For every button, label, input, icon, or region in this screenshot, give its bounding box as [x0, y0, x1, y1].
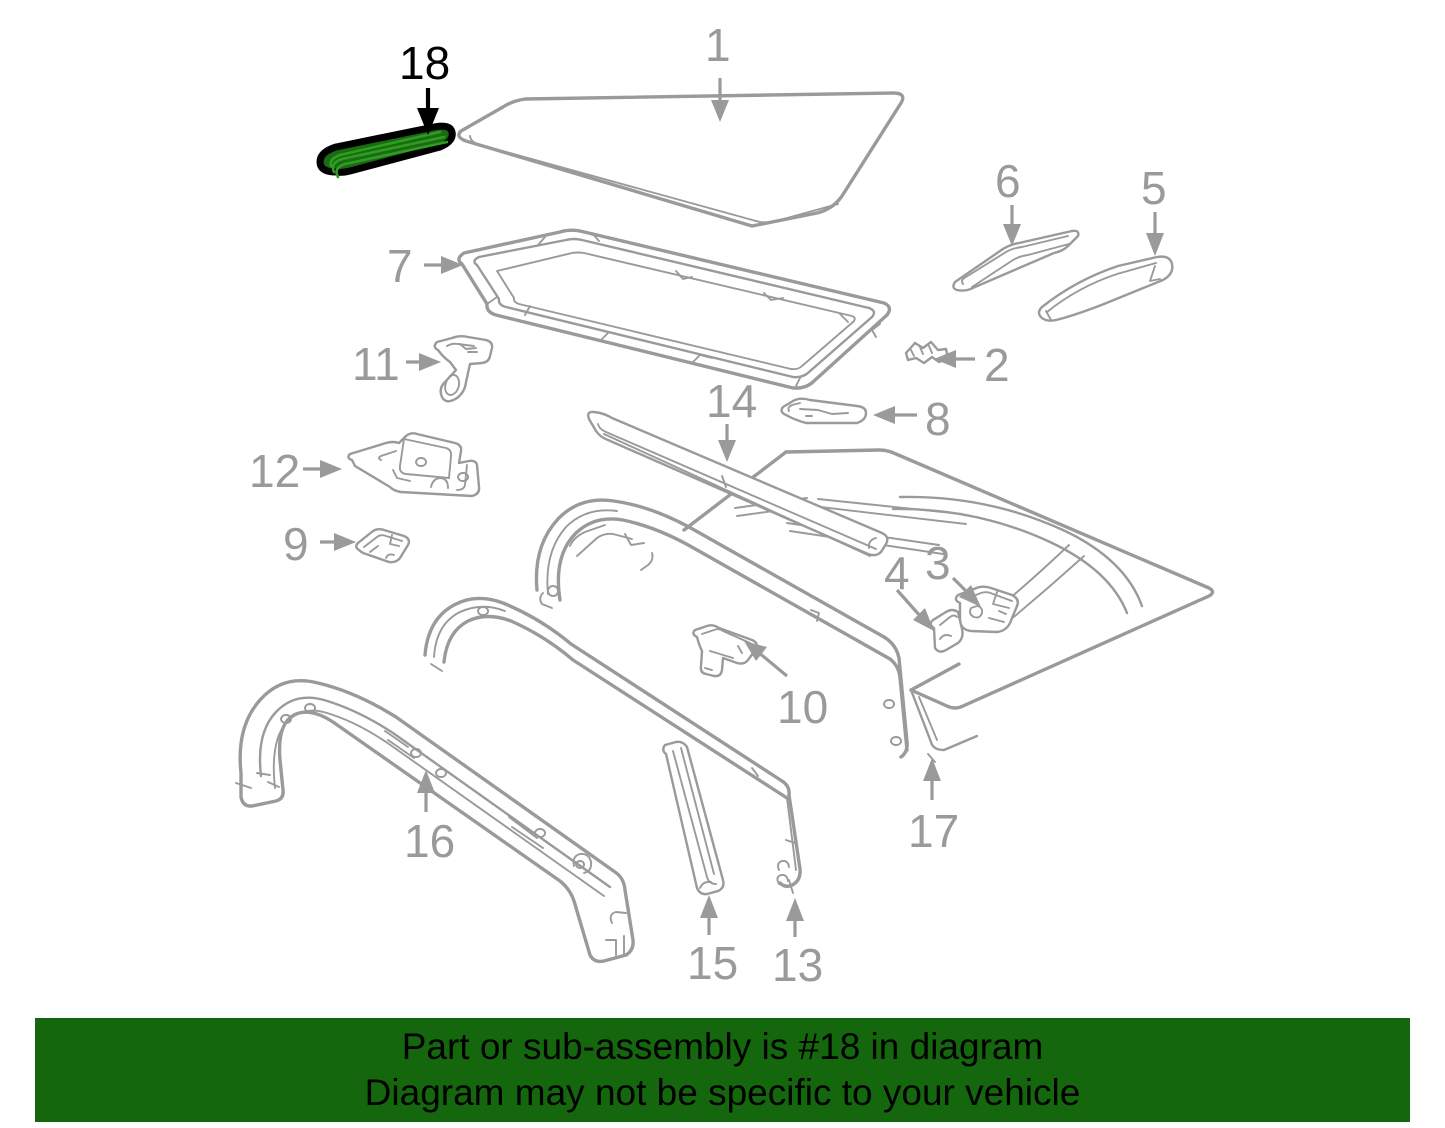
banner-line-1: Part or sub-assembly is #18 in diagram — [401, 1026, 1044, 1067]
part-18-weatherstrip-highlighted — [316, 122, 456, 179]
part-11-bracket — [433, 335, 494, 403]
callout-arrows — [303, 78, 1164, 937]
callout-label-7: 7 — [387, 240, 413, 292]
part-8-latch — [780, 397, 868, 425]
arrow-10 — [744, 641, 789, 678]
arrow-9 — [320, 533, 356, 551]
arrow-15 — [700, 895, 718, 935]
secondary-bow — [423, 596, 802, 888]
arrow-4 — [895, 588, 934, 631]
callout-label-2: 2 — [984, 339, 1010, 391]
arrow-5 — [1146, 212, 1164, 256]
arrow-14 — [718, 424, 736, 462]
arrow-13 — [786, 898, 804, 937]
part-4-latch — [929, 608, 964, 653]
part-1-top-panel — [457, 91, 905, 228]
part-14-bow — [586, 410, 889, 557]
arrow-7 — [424, 256, 463, 274]
part-7-frame — [457, 228, 892, 390]
callout-label-6: 6 — [995, 155, 1021, 207]
callout-label-9: 9 — [283, 518, 309, 570]
part-16-rollbar — [235, 679, 635, 964]
callout-label-13: 13 — [772, 939, 824, 991]
callout-label-14: 14 — [706, 375, 758, 427]
part-15-side-rail — [662, 740, 725, 896]
arrow-8 — [873, 406, 917, 424]
callout-label-10: 10 — [777, 681, 829, 733]
soft-top-fabric — [682, 448, 1215, 752]
callout-label-18: 18 — [399, 37, 451, 89]
part-9-clip — [355, 528, 411, 564]
callout-label-3: 3 — [925, 537, 951, 589]
callout-label-8: 8 — [925, 393, 951, 445]
arrow-12 — [303, 460, 342, 478]
callout-label-15: 15 — [687, 937, 739, 989]
callout-label-4: 4 — [884, 547, 910, 599]
arrow-3 — [951, 576, 981, 607]
part-13-rail-end — [788, 879, 794, 894]
callout-label-1: 1 — [705, 19, 731, 71]
arrow-2 — [934, 350, 975, 368]
part-17-fabric-edge — [927, 753, 936, 763]
part-10-clip — [692, 624, 759, 678]
part-12-bracket — [347, 432, 481, 498]
callout-label-5: 5 — [1141, 162, 1167, 214]
arrow-6 — [1003, 205, 1021, 246]
part-5-trim — [1037, 255, 1174, 322]
part-6-trim — [952, 229, 1080, 292]
arrow-18 — [417, 88, 439, 135]
arrow-11 — [406, 353, 441, 371]
info-banner: Part or sub-assembly is #18 in diagram D… — [35, 1018, 1410, 1122]
callout-label-16: 16 — [404, 815, 456, 867]
callout-label-11: 11 — [352, 338, 400, 390]
banner-line-2: Diagram may not be specific to your vehi… — [364, 1072, 1081, 1113]
arrow-16 — [417, 770, 435, 812]
callout-label-17: 17 — [908, 805, 960, 857]
arrow-1 — [711, 78, 729, 122]
arrow-17 — [923, 758, 941, 800]
callout-label-12: 12 — [249, 445, 301, 497]
main-bow-frame — [534, 498, 909, 759]
